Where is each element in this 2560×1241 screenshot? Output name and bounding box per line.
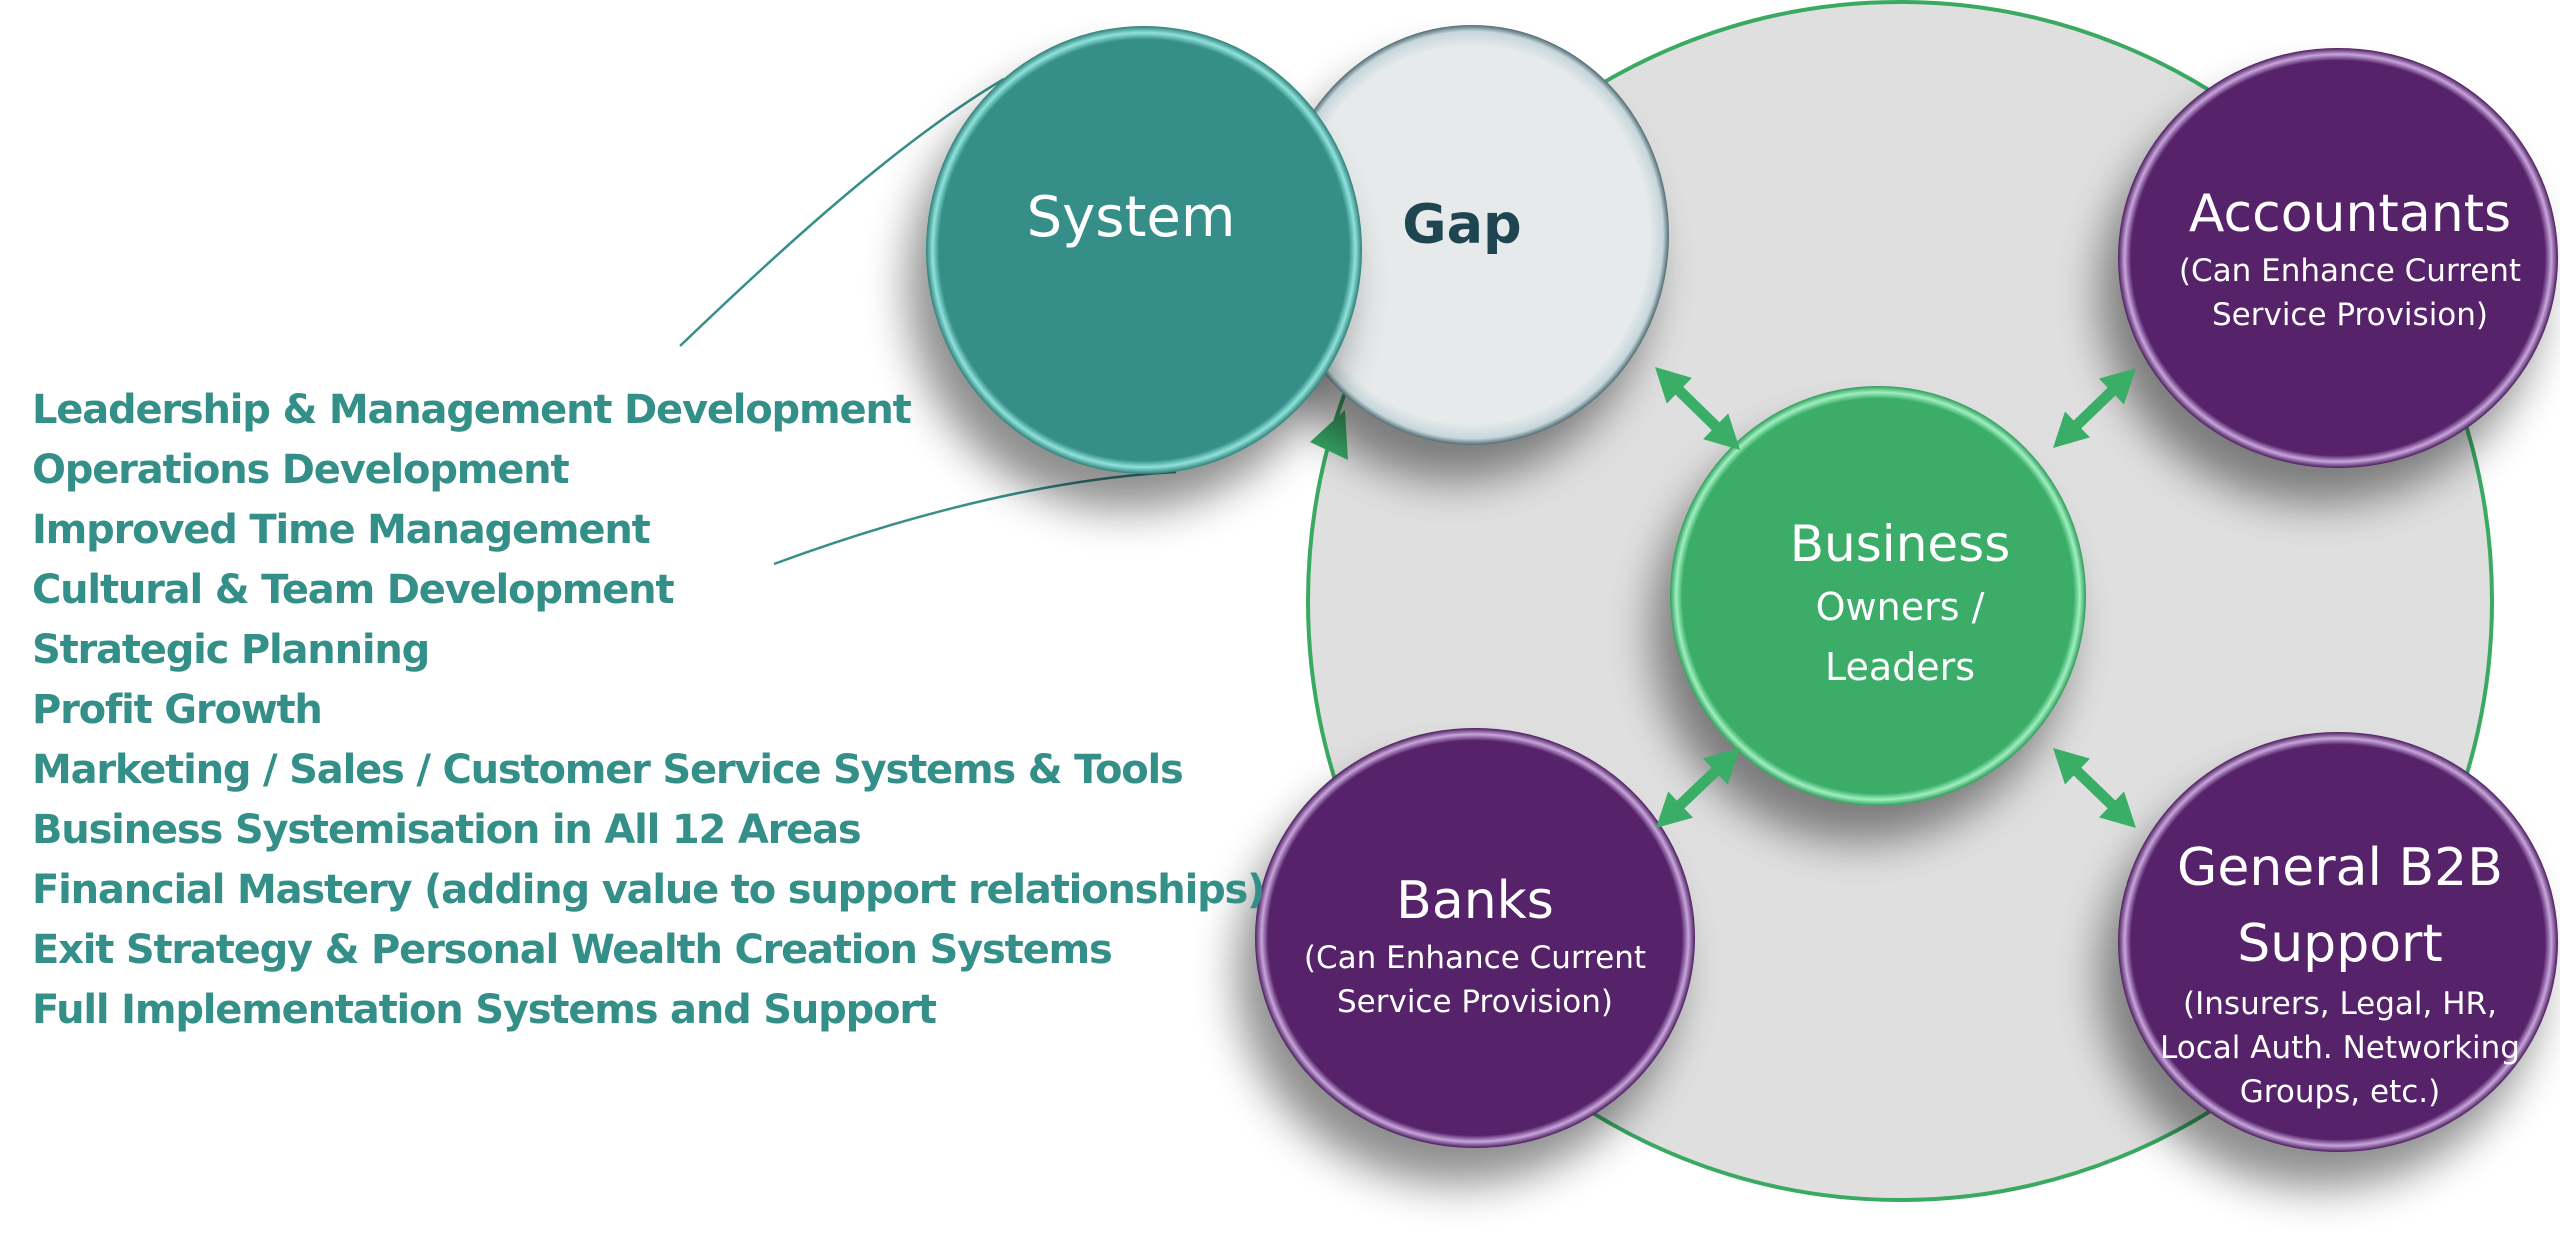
b2b-line3: Groups, etc.) — [2239, 1074, 2441, 1110]
connector-line-upper — [679, 77, 1005, 347]
system-circle[interactable] — [926, 26, 1362, 474]
service-item: Profit Growth — [32, 687, 323, 733]
b2b-label-group: General B2B Support (Insurers, Legal, HR… — [2160, 830, 2520, 1114]
arrow-business-b2b-icon — [2053, 748, 2136, 828]
b2b-title-1: General B2B — [2177, 838, 2503, 898]
gap-label: Gap — [1402, 192, 1522, 256]
banks-circle[interactable] — [1255, 728, 1695, 1148]
gap-circle[interactable] — [1275, 25, 1669, 445]
banks-line1: (Can Enhance Current — [1303, 940, 1647, 976]
service-item: Strategic Planning — [32, 627, 430, 673]
accountants-title: Accountants — [2188, 184, 2512, 244]
business-line2: Leaders — [1824, 645, 1976, 689]
arrow-business-banks-icon — [1656, 748, 1740, 828]
service-item: Operations Development — [32, 447, 570, 493]
b2b-line1: (Insurers, Legal, HR, — [2183, 986, 2497, 1022]
service-item: Leadership & Management Development — [32, 387, 912, 433]
service-item: Business Systemisation in All 12 Areas — [32, 807, 862, 853]
accountants-circle[interactable] — [2118, 48, 2558, 468]
arrow-business-accountants-icon — [2053, 368, 2136, 448]
banks-label-group: Banks (Can Enhance Current Service Provi… — [1304, 866, 1646, 1024]
connector-line-lower — [773, 470, 1177, 566]
accountants-line2: Service Provision) — [2211, 297, 2489, 333]
b2b-line2: Local Auth. Networking — [2160, 1030, 2520, 1066]
accountants-line1: (Can Enhance Current — [2178, 253, 2522, 289]
business-line1: Owners / — [1815, 585, 1985, 629]
service-item: Full Implementation Systems and Support — [32, 987, 937, 1033]
b2b-support-circle[interactable] — [2118, 732, 2558, 1152]
accountants-label-group: Accountants (Can Enhance Current Service… — [2179, 179, 2521, 337]
banks-line2: Service Provision) — [1336, 984, 1614, 1020]
system-label-group: System — [1027, 183, 1236, 253]
cycle-arrowhead-icon — [1310, 410, 1348, 460]
service-item: Cultural & Team Development — [32, 567, 675, 613]
arrow-gap-business-icon — [1655, 367, 1740, 450]
business-title: Business — [1789, 515, 2011, 573]
service-item: Marketing / Sales / Customer Service Sys… — [32, 747, 1184, 793]
business-circle[interactable] — [1670, 386, 2086, 806]
service-item: Exit Strategy & Personal Wealth Creation… — [32, 927, 1113, 973]
banks-title: Banks — [1396, 871, 1554, 931]
service-item: Financial Mastery (adding value to suppo… — [32, 867, 1265, 913]
b2b-title-2: Support — [2237, 914, 2443, 974]
business-label-group: Business Owners / Leaders — [1790, 511, 2010, 697]
system-label: System — [1026, 185, 1236, 250]
service-item: Improved Time Management — [32, 507, 651, 553]
